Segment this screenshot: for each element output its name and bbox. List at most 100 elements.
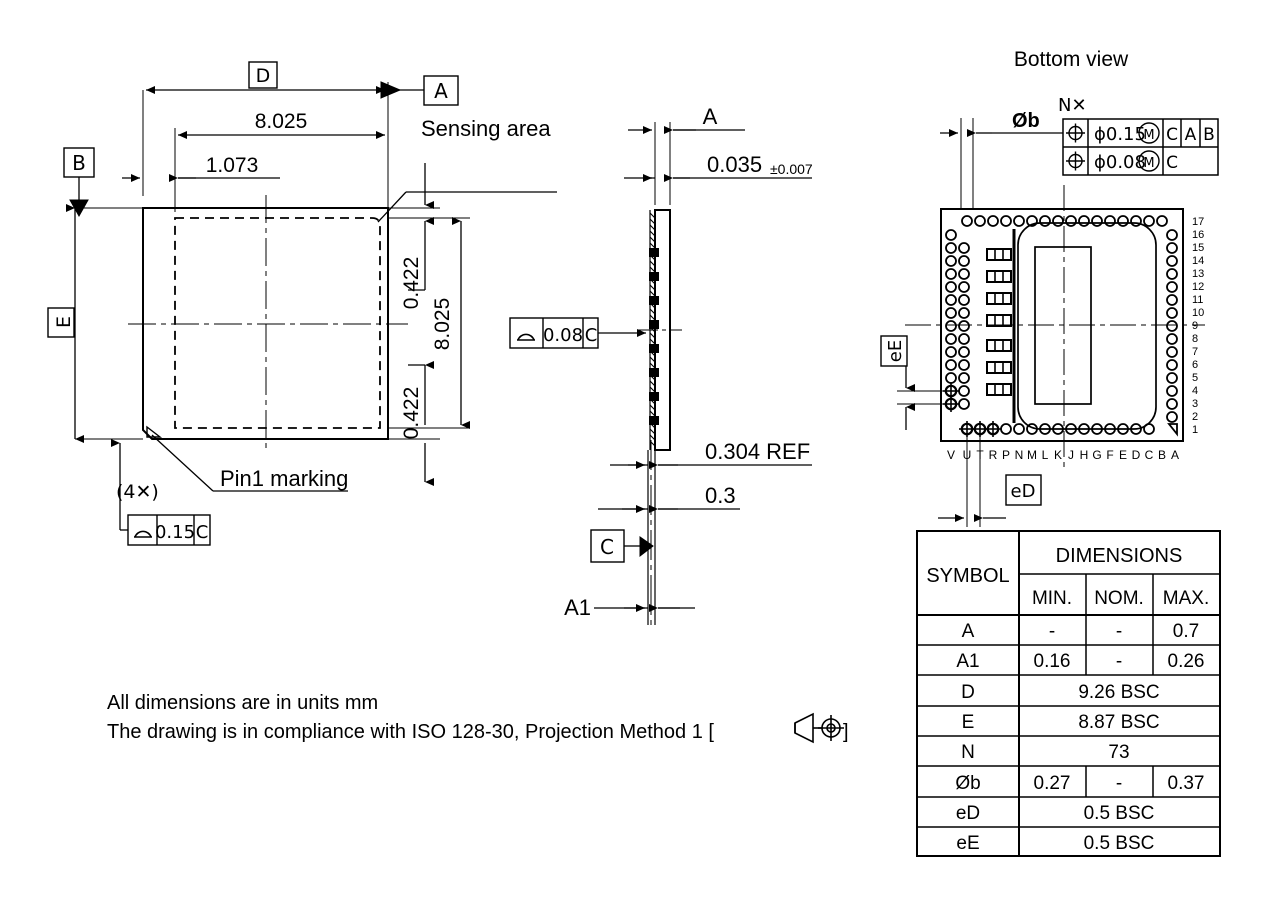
svg-text:G: G — [1092, 448, 1101, 462]
flatness-tolerance-value: 0.15 — [155, 522, 195, 543]
a1-label: A1 — [564, 595, 591, 620]
side-flatness-icon — [517, 333, 535, 341]
bottom-view-pin1-triangle — [1167, 423, 1178, 437]
thickness-value: 0.035 — [707, 152, 762, 177]
svg-text:L: L — [1042, 448, 1049, 462]
fcf-row1-tolerance: ϕ0.15 — [1094, 124, 1146, 145]
fcf-row1-datum-b: B — [1203, 125, 1215, 145]
sensing-area-dashed-outline — [174, 217, 381, 429]
svg-text:A: A — [1171, 448, 1179, 462]
height-overall-value: 8.025 — [431, 298, 454, 351]
datum-b-label: B — [72, 151, 86, 175]
fcf-frame-box — [127, 514, 211, 546]
side-flatness-datum: C — [585, 325, 598, 346]
dim-e-label: E — [53, 316, 75, 328]
fcf-row2-mmc-circle — [1138, 150, 1160, 172]
table-value-dividers — [1085, 615, 1154, 797]
table-cell-span: 9.26 BSC — [1078, 682, 1159, 703]
table-cell-min: 0.16 — [1034, 651, 1071, 672]
table-outer-border — [916, 530, 1221, 857]
svg-text:12: 12 — [1192, 281, 1204, 293]
svg-text:B: B — [1158, 448, 1166, 462]
bottom-view-title: Bottom view — [1014, 48, 1129, 71]
inner-pad-clusters — [986, 248, 1012, 396]
fcf-row2-tolerance: ϕ0.08 — [1094, 152, 1146, 173]
side-view-group: A 0.035 ±0.007 0.08 C 0.304 REF — [509, 104, 813, 625]
projection-method-1-icon — [794, 712, 844, 744]
table-cell-max: 0.26 — [1168, 651, 1205, 672]
table-cell-span: 0.5 BSC — [1084, 833, 1155, 854]
table-row-symbol: N — [961, 742, 975, 763]
flatness-datum-reference: C — [196, 522, 209, 543]
table-row-lines — [917, 644, 1220, 828]
datum-box-ed — [1005, 474, 1042, 506]
package-body-outline — [142, 207, 389, 440]
svg-text:6: 6 — [1192, 359, 1198, 371]
table-header-min: MIN. — [1032, 588, 1072, 609]
fcf-row1-modifier: M — [1143, 128, 1154, 143]
table-row-symbol: Øb — [955, 773, 980, 794]
fcf-position-frame: ϕ0.15 M C A B ϕ0.08 M C — [1062, 118, 1219, 176]
table-header-nom: NOM. — [1094, 588, 1144, 609]
datum-box-a — [423, 75, 459, 106]
side-a-label: A — [703, 104, 718, 129]
table-cell-max: 0.7 — [1173, 621, 1199, 642]
fcf-row1-mmc-circle — [1138, 122, 1160, 144]
svg-text:E: E — [1119, 448, 1127, 462]
svg-text:17: 17 — [1192, 216, 1204, 228]
fcf-flatness-side-view: 0.08 C — [509, 317, 599, 349]
bottom-view-group: Bottom view — [880, 48, 1219, 527]
svg-text:5: 5 — [1192, 372, 1198, 384]
sensing-area-label: Sensing area — [421, 116, 551, 141]
table-cell-nom: - — [1116, 651, 1122, 672]
datum-a-label: A — [434, 79, 448, 103]
pin1-leader-diagonal — [151, 434, 214, 492]
table-cell-nom: - — [1116, 621, 1122, 642]
side-view-ball-markers — [649, 248, 659, 425]
datum-box-d — [248, 61, 278, 89]
ball-diameter-label: Øb — [1012, 110, 1040, 132]
svg-text:V: V — [947, 448, 955, 462]
offset-left-value: 1.073 — [206, 154, 259, 177]
offset-bottom-value: 0.422 — [400, 387, 423, 440]
width-overall-value: 8.025 — [255, 110, 308, 133]
svg-text:8: 8 — [1192, 333, 1198, 345]
datum-a-triangle — [380, 81, 402, 99]
datum-box-e — [47, 307, 75, 338]
svg-text:11: 11 — [1192, 294, 1203, 306]
datum-c-triangle — [639, 536, 654, 558]
dimensions-table: SYMBOL DIMENSIONS MIN. NOM. MAX. A - - 0… — [916, 530, 1221, 857]
svg-text:7: 7 — [1192, 346, 1198, 358]
table-cell-span: 8.87 BSC — [1078, 712, 1159, 733]
table-header-max: MAX. — [1163, 588, 1209, 609]
ball-count-label: N✕ — [1058, 95, 1087, 116]
note-line-1: All dimensions are in units mm — [107, 692, 378, 714]
table-cell-max: 0.37 — [1168, 773, 1205, 794]
bottom-view-die-region-outline — [1017, 222, 1157, 430]
flatness-icon — [134, 530, 152, 538]
svg-text:R: R — [989, 448, 998, 462]
svg-text:14: 14 — [1192, 255, 1204, 267]
svg-text:10: 10 — [1192, 307, 1204, 319]
fcf-row1-datum-a: A — [1185, 125, 1197, 145]
table-header-dimensions: DIMENSIONS — [1056, 545, 1183, 567]
position-icon — [1066, 123, 1085, 143]
top-view-group: D A 8.025 1.073 B E 8.025 — [47, 61, 557, 546]
datum-c-label: C — [600, 535, 614, 559]
svg-text:1: 1 — [1192, 424, 1198, 436]
ee-label: eE — [885, 340, 906, 362]
bottom-view-row-labels: 17 16 15 14 13 12 11 10 9 8 7 6 5 4 3 2 … — [1192, 216, 1204, 436]
svg-text:N: N — [1015, 448, 1024, 462]
svg-text:3: 3 — [1192, 398, 1198, 410]
thickness-tolerance: ±0.007 — [770, 161, 813, 177]
svg-text:P: P — [1002, 448, 1010, 462]
svg-text:F: F — [1106, 448, 1113, 462]
table-header-symbol: SYMBOL — [926, 565, 1009, 587]
svg-text:K: K — [1054, 448, 1062, 462]
table-cell-span: 73 — [1108, 742, 1129, 763]
side-flatness-value: 0.08 — [543, 325, 583, 346]
drawing-notes: All dimensions are in units mm The drawi… — [107, 692, 849, 744]
